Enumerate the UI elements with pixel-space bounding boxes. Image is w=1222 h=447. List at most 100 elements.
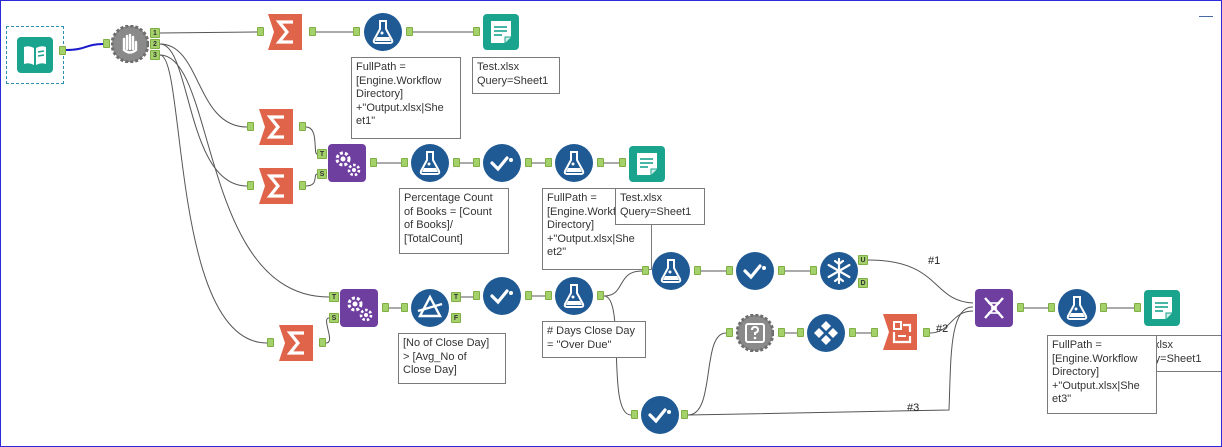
anchor[interactable] [370,158,377,167]
output-data-tool-top[interactable] [483,14,519,50]
anchor[interactable] [1048,303,1055,312]
append-fields-tool-mid[interactable] [328,144,366,182]
anchor[interactable] [299,181,306,190]
anchor[interactable] [726,328,733,337]
anchor-input-t[interactable]: T [329,292,339,302]
anchor[interactable] [778,266,785,275]
checkmark-icon [483,277,521,315]
connection-wire[interactable] [305,126,318,155]
anchor[interactable] [382,303,389,312]
anchor[interactable] [597,158,604,167]
summarize-tool-mid2[interactable] [257,168,295,204]
anchor[interactable] [299,122,306,131]
anchor[interactable] [778,328,785,337]
anchor-output-1[interactable]: 1 [150,28,160,38]
anchor-output-3[interactable]: 3 [150,50,160,60]
anchor[interactable] [473,158,480,167]
anchor[interactable] [257,27,264,36]
anchor[interactable] [797,328,804,337]
anchor-output-f[interactable]: F [451,313,461,323]
anchor[interactable] [642,266,649,275]
minimize-button[interactable]: — [1199,7,1213,23]
connection-wire[interactable] [325,317,331,344]
select-tool-mid[interactable] [483,144,521,182]
anchor[interactable] [406,27,413,36]
connection-wire[interactable] [159,54,330,298]
test-tool[interactable] [736,314,774,352]
anchor-output-t[interactable]: T [451,292,461,302]
anchor[interactable] [619,158,626,167]
output-data-tool-mid[interactable] [629,146,665,182]
connection-wire[interactable] [603,270,643,297]
summarize-tool-bot[interactable] [277,325,315,361]
output-data-tool-final[interactable] [1144,290,1180,326]
anchor[interactable] [59,46,66,55]
union-tool[interactable] [975,289,1013,327]
anchor[interactable] [453,158,460,167]
connection-wire[interactable] [159,54,268,344]
connection-wire[interactable] [159,43,248,128]
anchor[interactable] [247,181,254,190]
anchor[interactable] [473,27,480,36]
anchor[interactable] [849,328,856,337]
tile-tool[interactable] [807,314,845,352]
anchor-input-s[interactable]: S [329,313,339,323]
connection-wire[interactable] [159,43,248,187]
select-tool-right[interactable] [736,252,774,290]
unique-tool[interactable] [820,252,858,290]
connection-wire[interactable] [687,306,974,416]
formula-tool-pct[interactable] [411,144,449,182]
anchor[interactable] [401,303,408,312]
formula-tool-top[interactable] [364,13,402,51]
anchor[interactable] [694,266,701,275]
block-until-done-tool[interactable] [111,25,149,63]
anchor[interactable] [473,291,480,300]
anchor[interactable] [525,158,532,167]
formula-tool-mid[interactable] [555,144,593,182]
anchor[interactable] [810,266,817,275]
connection-wire[interactable] [929,310,974,334]
document-icon [1144,290,1180,326]
select-tool-low[interactable] [641,396,679,434]
anchor[interactable] [103,39,110,48]
anchor-input-t[interactable]: T [317,149,327,159]
anchor[interactable] [247,122,254,131]
anchor[interactable] [681,410,688,419]
anchor[interactable] [525,291,532,300]
formula-tool-days[interactable] [555,277,593,315]
anchor[interactable] [353,27,360,36]
formula-tool-final[interactable] [1058,289,1096,327]
connection-wire[interactable] [305,173,318,187]
anchor-input-s[interactable]: S [317,169,327,179]
connection-wire[interactable] [867,259,974,304]
anchor[interactable] [545,291,552,300]
anchor[interactable] [309,27,316,36]
append-fields-tool-bot[interactable] [340,289,378,327]
anchor-output-d[interactable]: D [858,278,868,288]
anchor[interactable] [597,291,604,300]
connection-wire[interactable] [65,43,104,51]
anchor[interactable] [401,158,408,167]
crosstab-tool[interactable] [881,314,919,350]
anchor[interactable] [726,266,733,275]
connection-wire[interactable] [159,31,258,34]
summarize-tool-mid1[interactable] [257,109,295,145]
anchor-output-u[interactable]: U [858,255,868,265]
summarize-tool-top[interactable] [266,14,304,50]
anchor[interactable] [923,328,930,337]
anchor[interactable] [319,338,326,347]
anchor[interactable] [1017,303,1024,312]
anchor[interactable] [871,328,878,337]
formula-tool-right[interactable] [652,252,690,290]
input-data-tool[interactable] [6,26,64,84]
anchor[interactable] [1100,303,1107,312]
anchor[interactable] [1134,303,1141,312]
filter-tool[interactable] [411,289,449,327]
anchor[interactable] [631,410,638,419]
connection-wire[interactable] [687,332,727,416]
anchor-output-2[interactable]: 2 [150,39,160,49]
anchor[interactable] [545,158,552,167]
anchor[interactable] [267,338,274,347]
select-tool-bot[interactable] [483,277,521,315]
